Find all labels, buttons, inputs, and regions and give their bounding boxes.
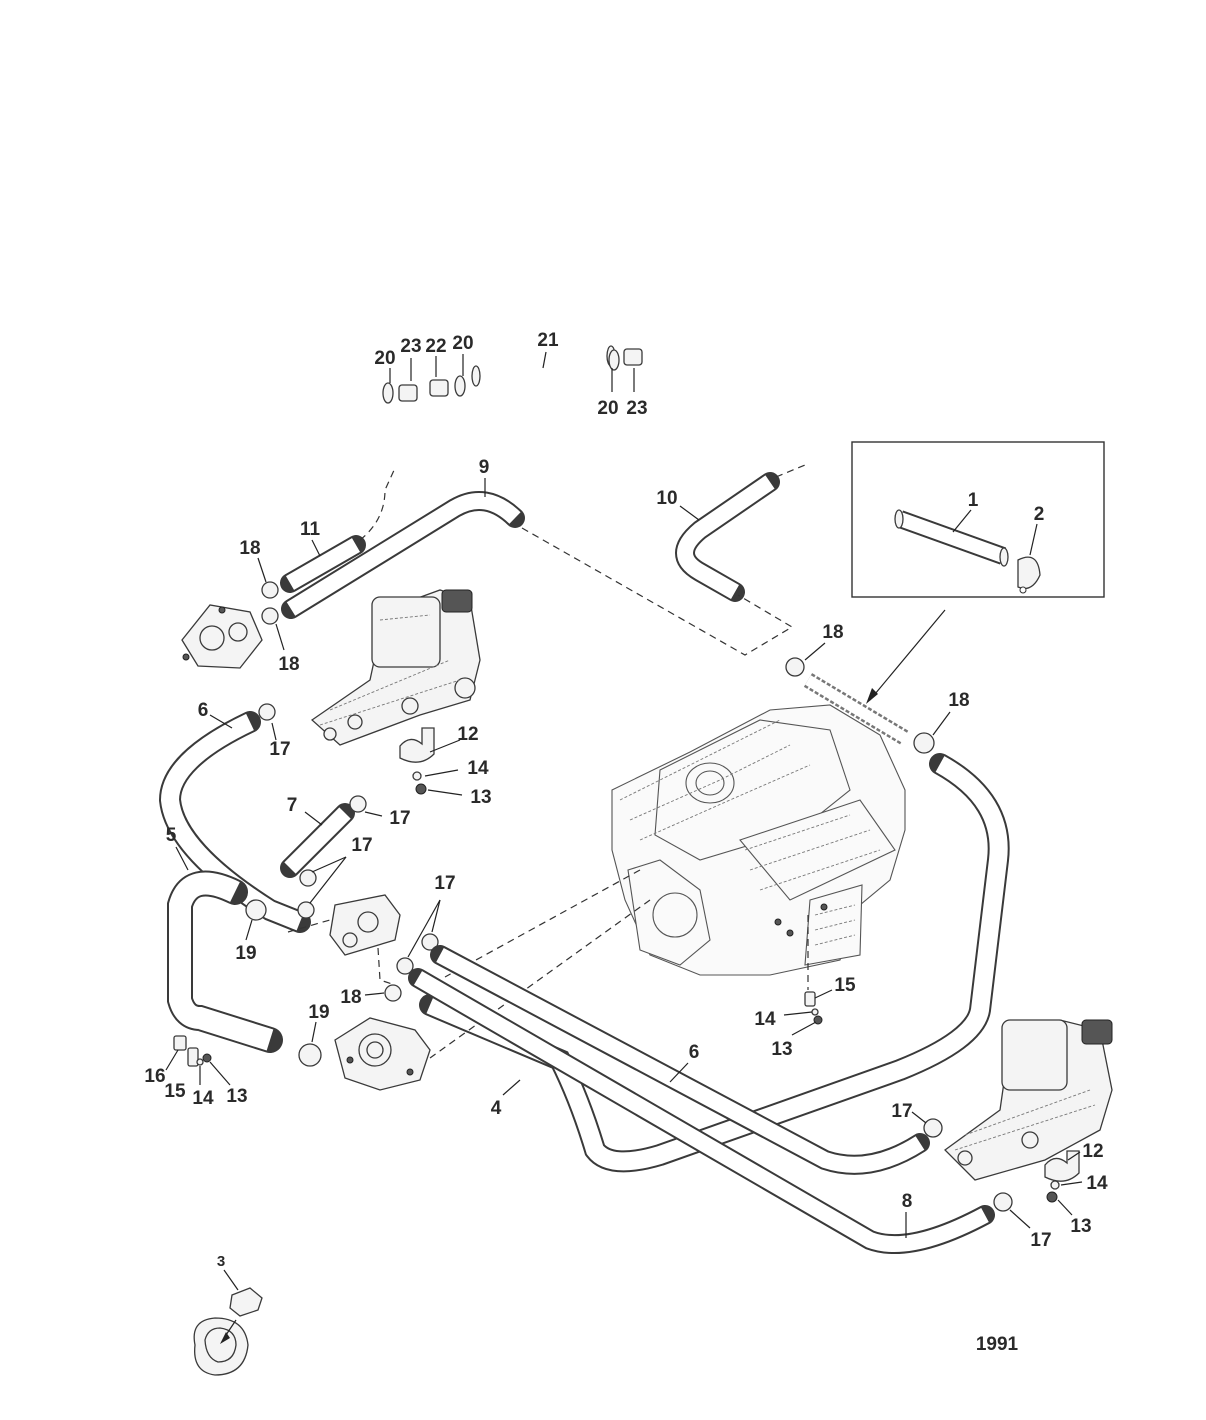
- callout-12: 12: [1082, 1141, 1103, 1162]
- exhaust-manifold-left: [310, 589, 481, 746]
- callout-11: 11: [300, 519, 321, 540]
- clip-2: [1017, 556, 1041, 590]
- hose-5: [167, 846, 283, 1053]
- clamp-19-b: [298, 1043, 322, 1067]
- callout-14: 14: [467, 758, 489, 779]
- callout-13: 13: [1070, 1216, 1091, 1237]
- clamp-20-right: [608, 349, 620, 371]
- hose-8: [408, 968, 995, 1255]
- thermostat-housing: [181, 604, 263, 669]
- callout-17: 17: [351, 835, 372, 856]
- o-ring-14-left: [412, 771, 422, 781]
- engine-block: [611, 704, 906, 976]
- callout-18: 18: [340, 987, 361, 1008]
- callout-8: 8: [902, 1191, 913, 1212]
- o-ring-14-right: [1050, 1180, 1060, 1190]
- callout-15: 15: [164, 1081, 186, 1102]
- clamp-17-b: [349, 795, 367, 813]
- hose-6-long: [419, 753, 1010, 1173]
- callout-13: 13: [470, 787, 491, 808]
- callout-18: 18: [948, 690, 969, 711]
- clamp-20-left: [382, 382, 394, 404]
- callout-20: 20: [374, 348, 395, 369]
- callout-3: 3: [217, 1253, 225, 1270]
- callout-5: 5: [166, 825, 177, 846]
- clamp-17-d: [297, 901, 315, 919]
- callout-7: 7: [287, 795, 298, 816]
- callout-23: 23: [626, 398, 647, 419]
- clamp-18-a: [261, 581, 279, 599]
- clamp-18-e: [384, 984, 402, 1002]
- hose-11: [280, 467, 396, 593]
- callout-1: 1: [968, 490, 979, 511]
- hose-21-assembly: [382, 345, 643, 404]
- hose-7: [280, 803, 355, 878]
- clamp-18-b: [261, 607, 279, 625]
- fitting-22: [429, 379, 449, 397]
- crossover-pipe: [803, 673, 910, 745]
- callout-17: 17: [891, 1101, 912, 1122]
- water-pump: [334, 1017, 431, 1091]
- clamp-17-g: [923, 1118, 943, 1138]
- callout-17: 17: [1030, 1230, 1051, 1251]
- callout-20: 20: [597, 398, 618, 419]
- callout-14: 14: [192, 1088, 214, 1109]
- callout-6: 6: [198, 700, 209, 721]
- hose-4-drawn: [502, 1079, 521, 1096]
- clamp-18-c: [785, 657, 805, 677]
- callout-12: 12: [457, 724, 478, 745]
- clamp-17-c: [299, 869, 317, 887]
- callout-9: 9: [479, 457, 490, 478]
- callout-2: 2: [1034, 504, 1045, 525]
- callouts: 20 23 22 20 21 20 23 1 2 9 11 10 18 18 1…: [144, 330, 1108, 1355]
- elbow-12-left: [399, 727, 435, 763]
- callout-17: 17: [389, 808, 410, 829]
- callout-15: 15: [834, 975, 856, 996]
- callout-4: 4: [491, 1098, 502, 1119]
- exhaust-manifold-right: [944, 1019, 1113, 1181]
- plug-13-lower: [202, 1053, 212, 1063]
- callout-13: 13: [771, 1039, 792, 1060]
- figure-number: 1991: [976, 1334, 1019, 1355]
- plug-13-left: [415, 783, 427, 795]
- fitting-15-engine: [804, 991, 816, 1007]
- callout-21: 21: [537, 330, 559, 351]
- callout-17: 17: [434, 873, 455, 894]
- clamp-17-f: [396, 957, 414, 975]
- fitting-15-left: [187, 1047, 199, 1067]
- callout-14: 14: [1086, 1173, 1108, 1194]
- callout-18: 18: [278, 654, 299, 675]
- tee-housing: [329, 894, 401, 956]
- callout-19: 19: [308, 1002, 329, 1023]
- callout-22: 22: [425, 336, 446, 357]
- callout-18: 18: [239, 538, 260, 559]
- callout-19: 19: [235, 943, 256, 964]
- callout-23: 23: [400, 336, 421, 357]
- o-ring-14-lower: [196, 1058, 204, 1066]
- callout-18: 18: [822, 622, 843, 643]
- clamp-20-mid: [454, 375, 466, 397]
- fitting-23-left: [398, 384, 418, 402]
- hose-10: [675, 464, 806, 602]
- plug-13-right: [1046, 1191, 1058, 1203]
- clamp-19-a: [245, 899, 267, 921]
- hose-6-mid: [430, 945, 930, 1175]
- clamp-17-e: [421, 933, 439, 951]
- fitting-16: [173, 1035, 187, 1051]
- clamp-17-h: [993, 1192, 1013, 1212]
- clamp-18-d: [913, 732, 935, 754]
- fitting-23-right: [623, 348, 643, 366]
- callout-10: 10: [656, 488, 677, 509]
- callout-6: 6: [689, 1042, 700, 1063]
- callout-14: 14: [754, 1009, 776, 1030]
- callout-16: 16: [144, 1066, 165, 1087]
- inset-box: [851, 441, 1105, 704]
- callout-20: 20: [452, 333, 473, 354]
- callout-13: 13: [226, 1086, 247, 1107]
- hose-9: [281, 478, 525, 619]
- callout-17: 17: [269, 739, 290, 760]
- clamp-assembly-3: [193, 1269, 263, 1376]
- clamp-17-a: [258, 703, 276, 721]
